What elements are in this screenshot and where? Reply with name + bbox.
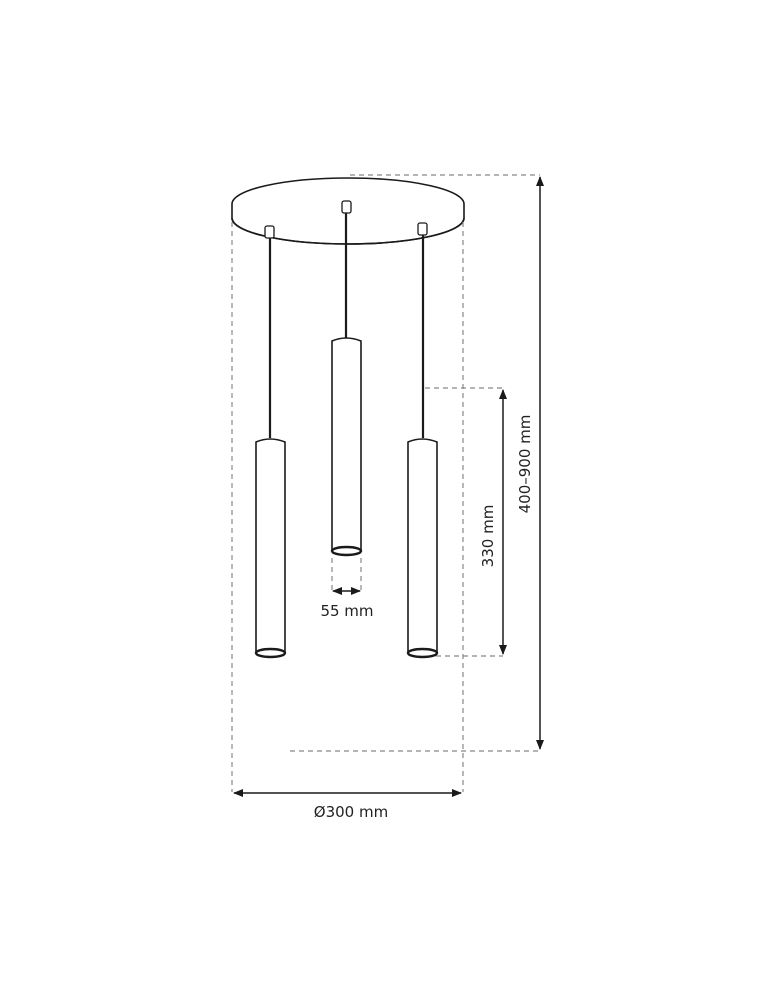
center-pendant (330, 337, 363, 557)
pendant-cords (264, 200, 428, 438)
total-height-label: 400–900 mm (516, 415, 534, 514)
tube-length-label: 330 mm (479, 505, 497, 568)
canopy-diameter-label: Ø300 mm (314, 803, 388, 821)
left-pendant (254, 438, 287, 659)
right-pendant (406, 438, 439, 659)
dimension-arrows (233, 176, 544, 797)
dimension-guides (231, 174, 540, 792)
tube-diameter-label: 55 mm (320, 602, 373, 620)
